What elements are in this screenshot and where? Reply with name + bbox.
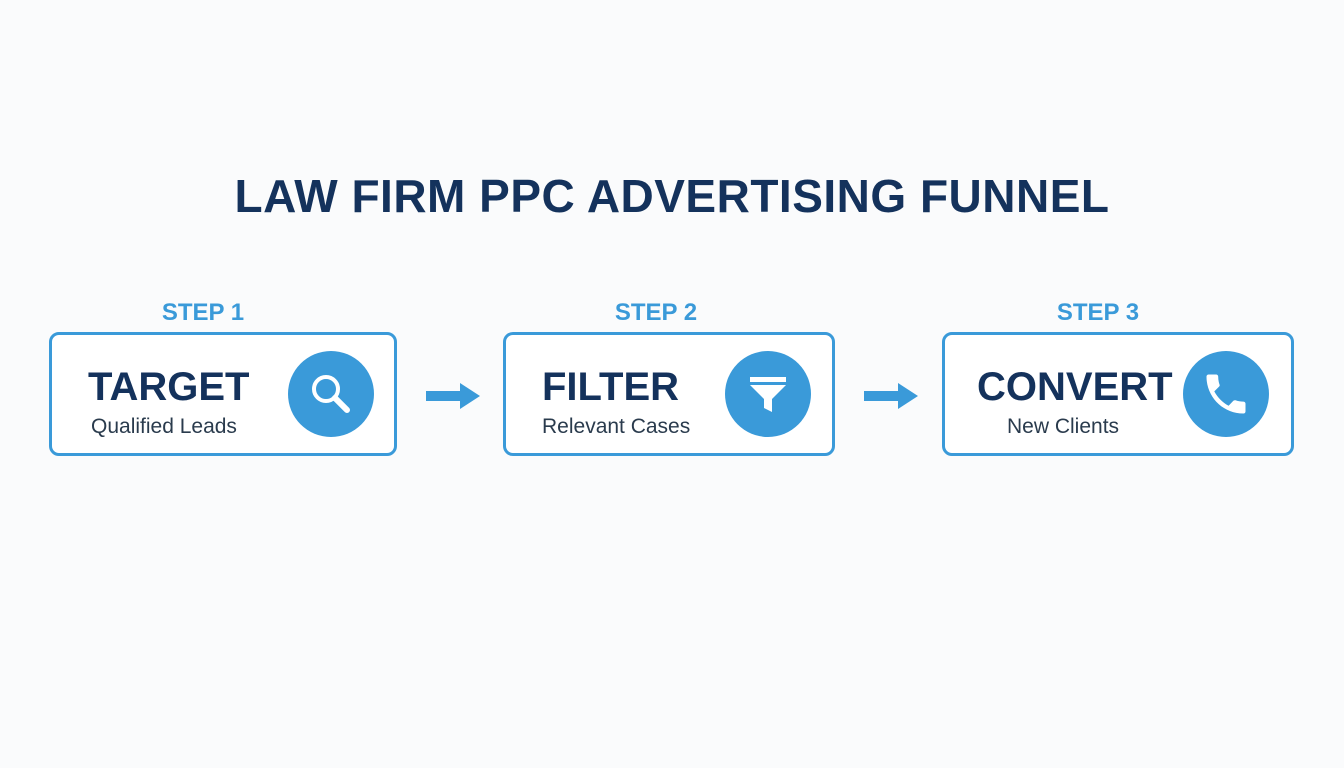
search-icon xyxy=(312,375,350,413)
step-1-icon-circle xyxy=(288,351,374,437)
step-1-label: STEP 1 xyxy=(161,299,245,326)
step-2-label: STEP 2 xyxy=(614,299,698,326)
step-1-subtitle: Qualified Leads xyxy=(91,415,237,438)
step-2-subtitle: Relevant Cases xyxy=(542,415,691,438)
diagram-title: LAW FIRM PPC ADVERTISING FUNNEL xyxy=(234,170,1110,222)
step-2-icon-circle xyxy=(725,351,811,437)
step-3-icon-circle xyxy=(1183,351,1269,437)
arrow-right-icon xyxy=(426,383,480,409)
step-2-title: FILTER xyxy=(542,365,680,409)
step-3-label: STEP 3 xyxy=(1056,299,1140,326)
step-1-title: TARGET xyxy=(88,365,250,409)
step-2-card: FILTER Relevant Cases xyxy=(503,332,835,456)
step-1-card: TARGET Qualified Leads xyxy=(49,332,397,456)
step-3-card: CONVERT New Clients xyxy=(942,332,1294,456)
phone-icon xyxy=(1206,374,1246,414)
funnel-icon xyxy=(750,377,786,412)
step-3-subtitle: New Clients xyxy=(1007,415,1120,438)
step-3-title: CONVERT xyxy=(977,365,1173,409)
arrow-right-icon xyxy=(864,383,918,409)
